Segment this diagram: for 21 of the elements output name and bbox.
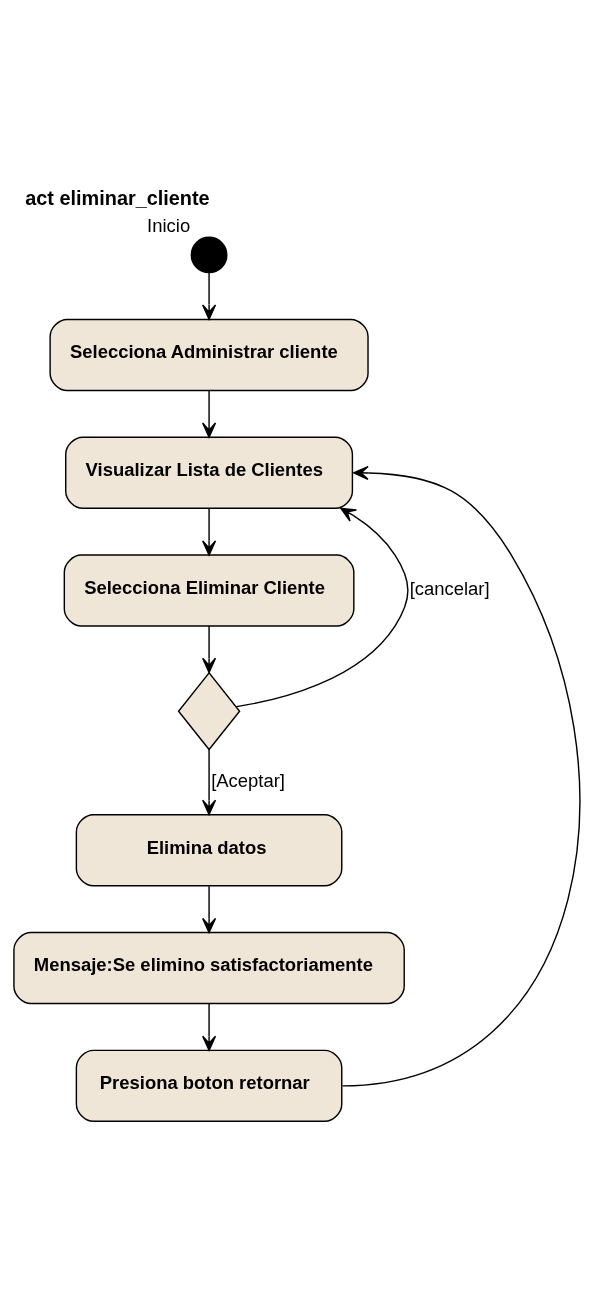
arrow [202, 748, 217, 815]
edge-label: [cancelar] [409, 577, 490, 599]
node-diamond [177, 671, 241, 751]
node-label: Inicio [147, 214, 191, 236]
arrow [202, 271, 217, 320]
arrow [235, 507, 409, 707]
node-box: Visualizar Lista de Clientes [65, 436, 354, 509]
arrow [202, 884, 217, 933]
arrow [202, 1002, 217, 1051]
arrow [341, 465, 581, 1087]
diagram-title: act eliminar_cliente [25, 186, 210, 209]
arrow [202, 389, 217, 438]
node-box: Selecciona Administrar cliente [49, 318, 369, 391]
edge-label: [Aceptar] [211, 769, 285, 791]
node-box: Elimina datos [75, 813, 343, 886]
node-box: Selecciona Eliminar Cliente [63, 553, 355, 627]
node-box: Presiona boton retornar [75, 1049, 343, 1122]
node-circle [190, 236, 228, 273]
arrow [202, 507, 217, 556]
arrow [202, 624, 217, 673]
node-box: Mensaje:Se elimino satisfactoriamente [13, 931, 405, 1004]
